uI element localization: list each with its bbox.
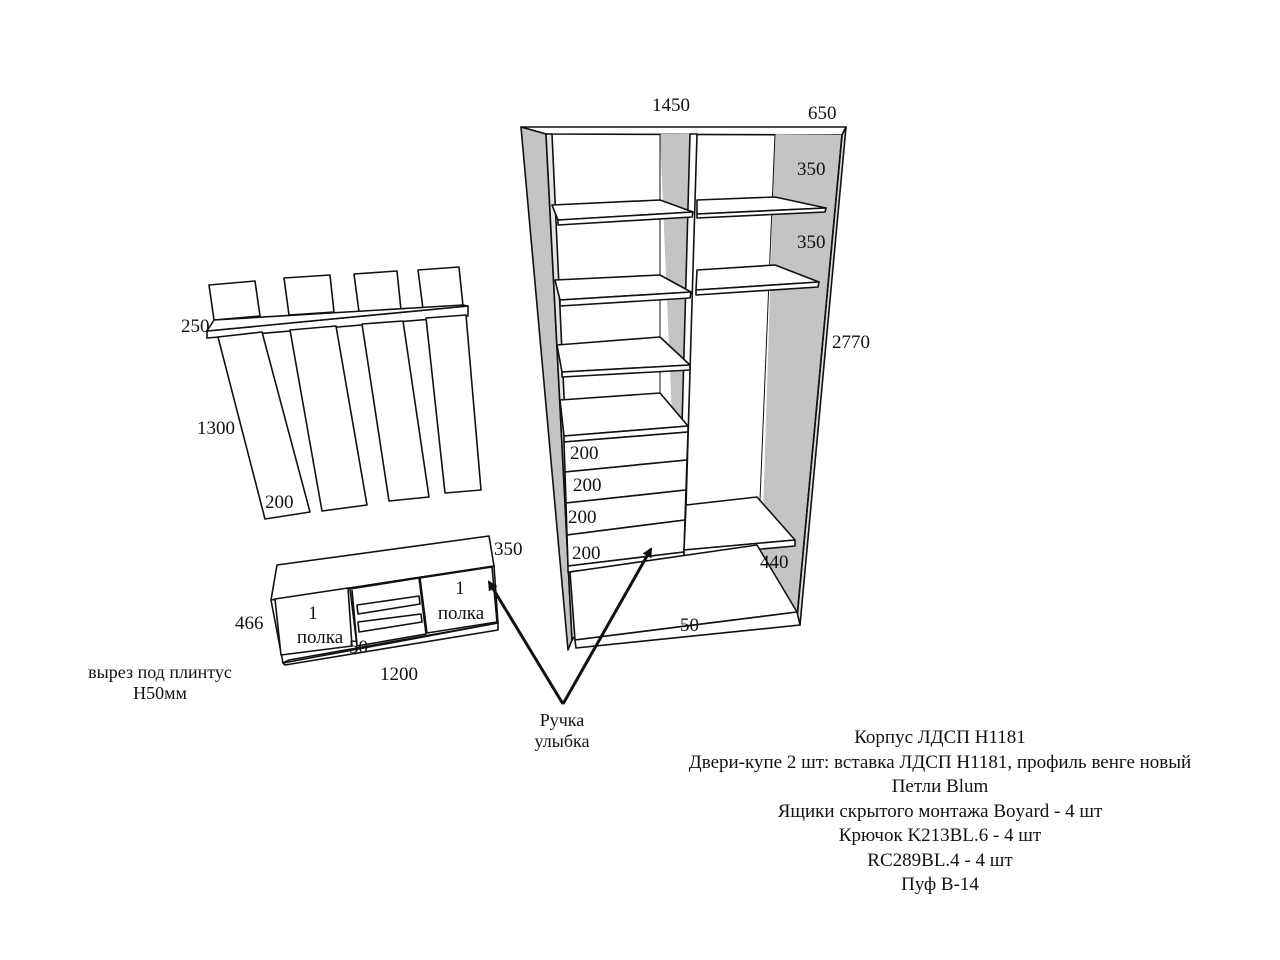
- drawer-2-height-label: 200: [573, 475, 602, 496]
- arrow-to-drawer: [561, 547, 653, 705]
- shelf-gap-second-label: 350: [797, 232, 826, 253]
- hanger-board-3-top: [353, 270, 402, 313]
- spec-line-doors: Двери-купе 2 шт: вставка ЛДСП Н1181, про…: [688, 751, 1192, 773]
- dimension-labels: 1450 650 350 350 2770 200 200 200 200 44…: [181, 95, 870, 685]
- handle-note: Ручка улыбка: [510, 710, 614, 752]
- hanger-board-1: [217, 331, 311, 520]
- bench-width-label: 1200: [380, 664, 418, 685]
- hanger-board-2: [289, 325, 368, 512]
- wardrobe-depth-label: 650: [808, 103, 837, 124]
- shelf-gap-top-label: 350: [797, 159, 826, 180]
- hanger-board-width-label: 200: [265, 492, 294, 513]
- plinth-cutout-note: вырез под плинтус Н50мм: [60, 662, 260, 704]
- bench-drawing: [270, 535, 499, 666]
- wardrobe-drawing: [520, 126, 847, 651]
- spec-line-body: Корпус ЛДСП Н1181: [854, 727, 1026, 748]
- wardrobe-height-label: 2770: [832, 332, 870, 353]
- spec-line-rail: RC289BL.4 - 4 шт: [867, 849, 1013, 871]
- hanger-height-label: 1300: [197, 418, 235, 439]
- specification-list: Корпус ЛДСП Н1181 Двери-купе 2 шт: встав…: [640, 726, 1240, 898]
- hanger-drawing: [206, 266, 482, 520]
- bench-height-label: 466: [235, 613, 264, 634]
- arrow-to-bench: [487, 580, 565, 705]
- wardrobe-plinth-label: 50: [680, 615, 699, 636]
- bench-left-door: [274, 587, 353, 656]
- plinth-cutout-line-2: Н50мм: [133, 683, 187, 703]
- bench-depth-label: 350: [494, 539, 523, 560]
- spec-line-drawers: Ящики скрытого монтажа Boyard - 4 шт: [777, 800, 1103, 822]
- bench-right-compartment-word: полка: [438, 603, 485, 624]
- bottom-shelf-height-label: 440: [760, 552, 789, 573]
- wardrobe-plinth: [574, 611, 801, 649]
- handle-line-1: Ручка: [539, 710, 585, 730]
- plinth-cutout-line-1: вырез под плинтус: [88, 662, 232, 682]
- spec-line-pouf: Пуф В-14: [901, 874, 979, 895]
- spec-line-hinges: Петли Blum: [891, 776, 989, 797]
- drawer-1-height-label: 200: [570, 443, 599, 464]
- hanger-board-2-top: [283, 274, 335, 316]
- drawer-3-height-label: 200: [568, 507, 597, 528]
- drawer-4-height-label: 200: [572, 543, 601, 564]
- bench-right-compartment-count: 1: [455, 578, 465, 599]
- bench-plinth-label: 50: [349, 637, 368, 658]
- wardrobe-back-right: [760, 134, 842, 618]
- bench-left-compartment-count: 1: [308, 603, 318, 624]
- wardrobe-top: [520, 126, 847, 136]
- hanger-shelf-depth-label: 250: [181, 316, 210, 337]
- wardrobe-width-label: 1450: [652, 95, 690, 116]
- hanger-board-4: [425, 314, 482, 494]
- hanger-board-4-top: [417, 266, 464, 310]
- hanger-board-3: [361, 320, 430, 502]
- handle-line-2: улыбка: [534, 731, 590, 751]
- bench-right-door: [419, 566, 498, 634]
- hanger-board-1-top: [208, 280, 261, 321]
- bench-left-compartment-word: полка: [297, 627, 344, 648]
- spec-line-hook: Крючок K213BL.6 - 4 шт: [838, 825, 1042, 846]
- handle-arrows: [487, 547, 653, 705]
